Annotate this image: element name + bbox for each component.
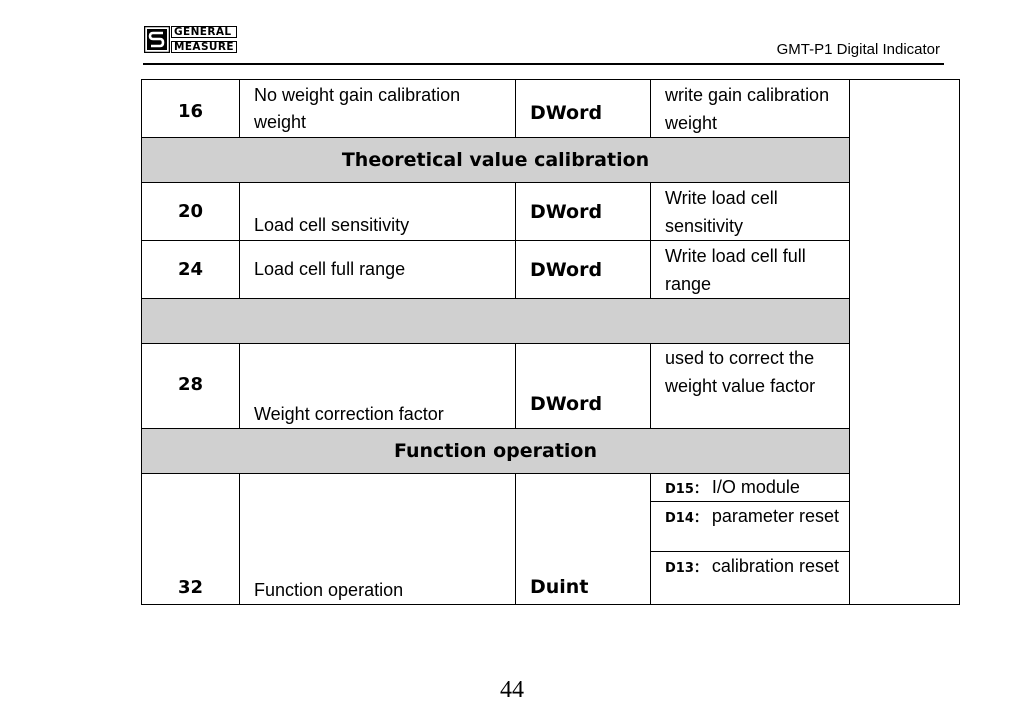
table-row: 24 Load cell full range DWord Write load… bbox=[141, 240, 960, 299]
bit-label: parameter reset bbox=[711, 506, 839, 526]
bit-code: D13： bbox=[665, 561, 707, 576]
register-description: Function operation bbox=[239, 473, 516, 605]
header-rule bbox=[143, 63, 944, 65]
bit-code: D15： bbox=[665, 482, 707, 497]
register-data-type: Duint bbox=[515, 473, 651, 605]
register-function: used to correct the weight value factor bbox=[650, 343, 850, 429]
register-function: Write load cell sensitivity bbox=[650, 182, 850, 241]
logo-mark-icon bbox=[144, 26, 170, 53]
page-number: 44 bbox=[500, 677, 524, 703]
table-row: Theoretical value calibration bbox=[141, 137, 960, 183]
section-header: Theoretical value calibration bbox=[141, 137, 850, 183]
bit-item: D13： calibration reset bbox=[651, 552, 849, 604]
bit-list: D15： I/O module D14： parameter reset D13… bbox=[650, 473, 850, 605]
table-row bbox=[141, 298, 960, 344]
logo-word-measure: MEASURE bbox=[171, 41, 237, 53]
register-address: 28 bbox=[141, 343, 240, 429]
register-description: Load cell sensitivity bbox=[239, 182, 516, 241]
register-description: Load cell full range bbox=[239, 240, 516, 299]
register-function: write gain calibration weight bbox=[650, 79, 850, 138]
register-description: Weight correction factor bbox=[239, 343, 516, 429]
register-address: 24 bbox=[141, 240, 240, 299]
register-address: 20 bbox=[141, 182, 240, 241]
register-data-type: DWord bbox=[515, 79, 651, 138]
bit-item: D15： I/O module bbox=[651, 474, 849, 502]
notes-column bbox=[849, 79, 960, 605]
register-table: 16 No weight gain calibration weight DWo… bbox=[141, 79, 960, 605]
document-title: GMT-P1 Digital Indicator bbox=[776, 41, 940, 58]
register-data-type: DWord bbox=[515, 182, 651, 241]
bit-code: D14： bbox=[665, 511, 707, 526]
bit-label: I/O module bbox=[711, 477, 800, 497]
table-row: Function operation bbox=[141, 428, 960, 474]
table-row: 20 Load cell sensitivity DWord Write loa… bbox=[141, 182, 960, 241]
register-description: No weight gain calibration weight bbox=[239, 79, 516, 138]
register-address: 32 bbox=[141, 473, 240, 605]
register-data-type: DWord bbox=[515, 343, 651, 429]
register-data-type: DWord bbox=[515, 240, 651, 299]
table-row: 32 Function operation Duint D15： I/O mod… bbox=[141, 473, 960, 605]
register-address: 16 bbox=[141, 79, 240, 138]
bit-item: D14： parameter reset bbox=[651, 502, 849, 552]
register-function: Write load cell full range bbox=[650, 240, 850, 299]
logo-word-general: GENERAL bbox=[171, 26, 237, 38]
section-header-blank bbox=[141, 298, 850, 344]
section-header: Function operation bbox=[141, 428, 850, 474]
bit-label: calibration reset bbox=[711, 556, 839, 576]
table-row: 16 No weight gain calibration weight DWo… bbox=[141, 79, 960, 605]
table-row: 28 Weight correction factor DWord used t… bbox=[141, 343, 960, 429]
company-logo: GENERAL MEASURE bbox=[144, 26, 247, 53]
